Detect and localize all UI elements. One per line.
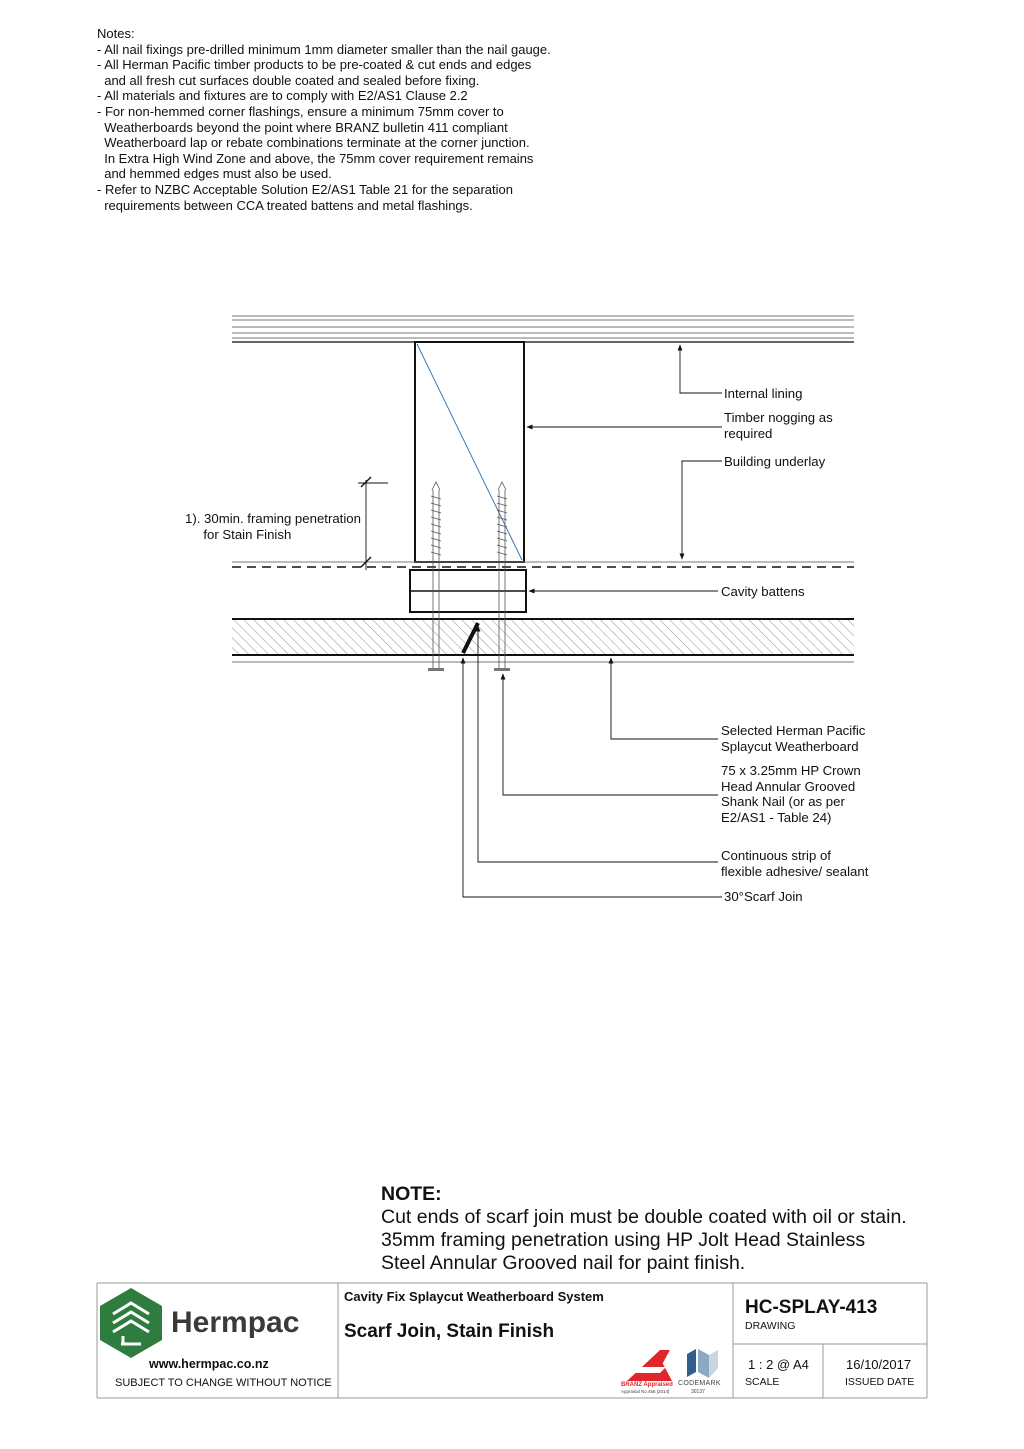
- label-building-underlay: Building underlay: [724, 454, 826, 469]
- leader-adhesive: [475, 625, 718, 863]
- leader-weatherboard: [608, 657, 718, 740]
- leader-nail: [500, 673, 718, 796]
- note-line: 35mm framing penetration using HP Jolt H…: [381, 1229, 866, 1251]
- leader-scarf-join: [460, 657, 722, 898]
- codemark-logo: [687, 1349, 718, 1378]
- note-line: Steel Annular Grooved nail for paint fin…: [381, 1252, 746, 1274]
- drawing-caption: DRAWING: [745, 1320, 796, 1332]
- branz-logo-sub: Appraisal No.456 [2014]: [621, 1389, 670, 1394]
- note-line: - All nail fixings pre-drilled minimum 1…: [97, 41, 551, 57]
- nail-right: [494, 481, 510, 671]
- issued-caption: ISSUED DATE: [845, 1376, 915, 1388]
- branz-logo-text: BRANZ Appraised: [621, 1382, 673, 1388]
- note-line: and hemmed edges must also be used.: [97, 166, 332, 182]
- notes-block: Notes: - All nail fixings pre-drilled mi…: [97, 26, 551, 213]
- cavity-batten: [409, 569, 527, 613]
- leader-building-underlay: [679, 460, 722, 560]
- note-line: - For non-hemmed corner flashings, ensur…: [97, 103, 504, 119]
- drawing-title: Scarf Join, Stain Finish: [344, 1321, 555, 1342]
- codemark-text: CODEMARK: [678, 1380, 721, 1387]
- label-internal-lining: Internal lining: [724, 386, 803, 401]
- disclaimer: SUBJECT TO CHANGE WITHOUT NOTICE: [115, 1377, 332, 1389]
- drawing-number: HC-SPLAY-413: [745, 1297, 878, 1318]
- label-weatherboard: Selected Herman Pacific Splaycut Weather…: [721, 723, 866, 754]
- internal-lining: [232, 315, 854, 343]
- note-line: - All materials and fixtures are to comp…: [97, 88, 468, 104]
- note-line: requirements between CCA treated battens…: [97, 197, 473, 213]
- codemark-number: 30137: [691, 1389, 705, 1395]
- brand-name: Hermpac: [171, 1306, 300, 1339]
- notes-heading: Notes:: [97, 26, 135, 41]
- note-line: - All Herman Pacific timber products to …: [97, 57, 532, 73]
- building-underlay: [232, 561, 854, 568]
- label-framing-penetration: 1). 30min. framing penetration for Stain…: [185, 511, 361, 542]
- label-scarf-join: 30°Scarf Join: [724, 889, 803, 904]
- label-timber-nogging: Timber nogging as required: [724, 410, 833, 441]
- branz-logo: [627, 1350, 672, 1381]
- note-line: and all fresh cut surfaces double coated…: [97, 72, 480, 88]
- penetration-dimension: [358, 476, 388, 570]
- note-line: - Refer to NZBC Acceptable Solution E2/A…: [97, 181, 513, 197]
- scale-caption: SCALE: [745, 1376, 780, 1388]
- note-block: NOTE: Cut ends of scarf join must be dou…: [381, 1183, 907, 1275]
- scale-value: 1 : 2 @ A4: [748, 1357, 809, 1372]
- note-line: Weatherboard lap or rebate combinations …: [97, 135, 530, 151]
- label-cavity-battens: Cavity battens: [721, 584, 805, 599]
- label-nail: 75 x 3.25mm HP Crown Head Annular Groove…: [721, 763, 861, 825]
- timber-nogging: [414, 341, 525, 563]
- nail-left: [428, 481, 444, 671]
- note-line: Cut ends of scarf join must be double co…: [381, 1206, 907, 1228]
- note-line: Weatherboards beyond the point where BRA…: [97, 119, 508, 135]
- website-link[interactable]: www.hermpac.co.nz: [149, 1357, 269, 1371]
- note-line: In Extra High Wind Zone and above, the 7…: [97, 150, 534, 166]
- weatherboard: [232, 618, 854, 663]
- label-adhesive: Continuous strip of flexible adhesive/ s…: [721, 848, 869, 879]
- system-name: Cavity Fix Splaycut Weatherboard System: [344, 1289, 604, 1304]
- note-title: NOTE:: [381, 1183, 442, 1205]
- leader-internal-lining: [677, 344, 722, 394]
- title-block-frame: [96, 1282, 928, 1399]
- issued-date: 16/10/2017: [846, 1357, 912, 1372]
- hermpac-logo-icon: [100, 1288, 162, 1358]
